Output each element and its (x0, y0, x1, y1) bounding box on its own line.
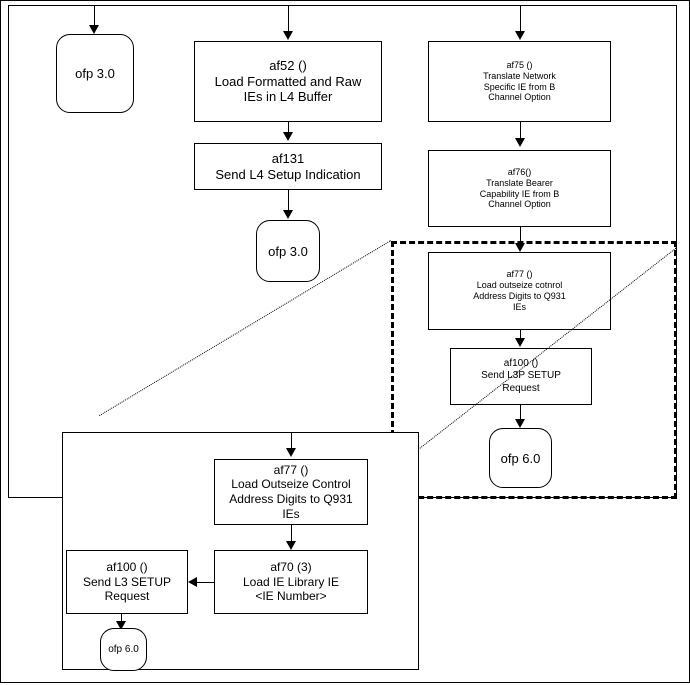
connector-af75-af76 (520, 122, 521, 140)
connector-entry-mid (288, 5, 289, 33)
process-af77-inset[interactable]: af77 () Load Outseize Control Address Di… (214, 459, 368, 525)
connector-inset-af70-af100 (197, 582, 214, 583)
connector-af52-af131 (288, 122, 289, 134)
arrow-af100-ofp60 (515, 419, 525, 428)
arrow-af52-af131 (283, 132, 293, 141)
process-af77-main[interactable]: af77 () Load outseize cotnrol Address Di… (428, 252, 611, 330)
arrow-inset-af70-af100 (188, 577, 197, 587)
connector-inset-af100-ofp60 (121, 614, 122, 624)
connector-af131-ofp30 (288, 190, 289, 212)
arrow-entry-left (89, 25, 99, 34)
arrow-af131-ofp30 (283, 210, 293, 219)
arrow-entry-mid (283, 31, 293, 40)
arrow-af77-af100 (515, 338, 525, 347)
arrow-inset-entry (286, 448, 296, 457)
arrow-inset-af100-ofp60 (116, 621, 126, 630)
terminal-ofp-3-0-mid[interactable]: ofp 3.0 (256, 220, 320, 282)
process-af75[interactable]: af75 () Translate Network Specific IE fr… (428, 41, 611, 122)
process-af76[interactable]: af76() Translate Bearer Capability IE fr… (428, 150, 611, 227)
arrow-entry-right (515, 31, 525, 40)
connector-entry-left (94, 5, 95, 27)
connector-af77-af100 (520, 330, 521, 340)
connector-inset-entry (291, 432, 292, 450)
connector-af76-af77 (520, 227, 521, 247)
connector-entry-right (520, 5, 521, 33)
arrow-af76-af77 (515, 243, 525, 252)
terminal-ofp-3-0-left[interactable]: ofp 3.0 (56, 34, 134, 113)
connector-af100-ofp60 (520, 405, 521, 421)
terminal-ofp-6-0-main[interactable]: ofp 6.0 (489, 428, 552, 488)
terminal-ofp-6-0-inset[interactable]: ofp 6.0 (100, 628, 147, 671)
arrow-inset-af77-af70 (286, 541, 296, 550)
process-af52[interactable]: af52 () Load Formatted and Raw IEs in L4… (194, 41, 382, 122)
arrow-af75-af76 (515, 138, 525, 147)
process-af131[interactable]: af131 Send L4 Setup Indication (194, 143, 382, 190)
process-af100-main[interactable]: af100 () Send L3P SETUP Request (450, 348, 592, 405)
process-af100-inset[interactable]: af100 () Send L3 SETUP Request (66, 550, 188, 614)
process-af70-inset[interactable]: af70 (3) Load IE Library IE <IE Number> (214, 550, 368, 614)
highlight-dashed-region (391, 241, 677, 499)
connector-inset-af77-af70 (291, 525, 292, 543)
